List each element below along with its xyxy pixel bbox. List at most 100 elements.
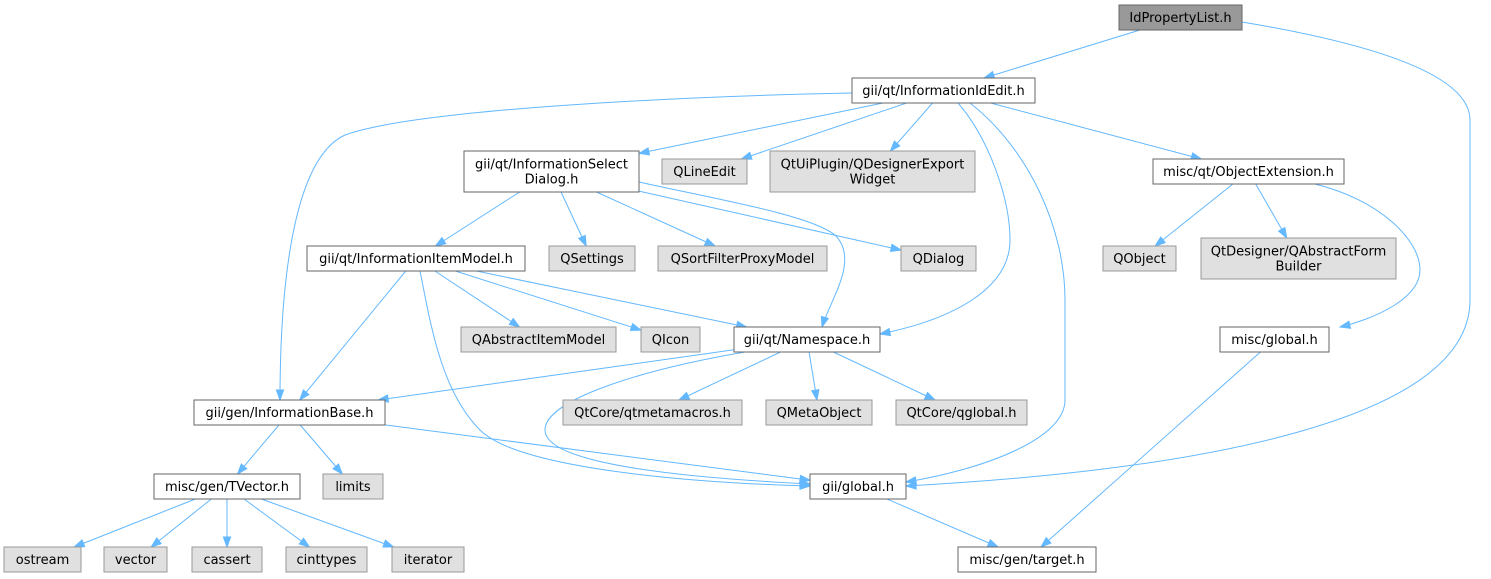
node-box-ostream	[3, 546, 82, 573]
node-tvector[interactable]: misc/gen/TVector.h	[153, 473, 301, 500]
node-box-qlineedit	[661, 158, 748, 185]
edge-namespace-to-qglobal-arrowhead	[923, 391, 937, 401]
node-box-qdialog	[900, 245, 977, 272]
node-box-qdesignerexportwidget	[769, 150, 976, 193]
node-label-informationselectdialog-line-2: Dialog.h	[525, 173, 579, 188]
node-qdialog: QDialog	[900, 245, 977, 272]
edge-informationselectdialog-to-qdialog-line	[638, 190, 902, 251]
edge-informationidedit-to-informationbase	[275, 92, 853, 402]
node-vector: vector	[103, 546, 168, 573]
edge-informationbase-to-limits-line	[299, 424, 343, 475]
node-label-idpropertylist: IdPropertyList.h	[1129, 11, 1231, 26]
node-ostream: ostream	[3, 546, 82, 573]
edge-objectextension-to-qabstractformbuilder	[1255, 183, 1288, 240]
node-giiglobal[interactable]: gii/global.h	[809, 473, 907, 500]
edge-tvector-to-vector-line	[150, 498, 212, 548]
node-box-informationselectdialog	[463, 150, 640, 193]
edge-miscglobal-to-target-arrowhead	[1039, 536, 1052, 548]
node-label-qdialog: QDialog	[913, 252, 965, 267]
edge-informationbase-to-giiglobal	[384, 424, 812, 484]
node-target[interactable]: misc/gen/target.h	[957, 546, 1097, 573]
node-label-qsettings: QSettings	[560, 252, 624, 267]
node-label-miscglobal: misc/global.h	[1231, 333, 1318, 348]
edge-informationidedit-to-informationselectdialog-line	[638, 102, 884, 154]
node-label-tvector: misc/gen/TVector.h	[165, 480, 289, 495]
node-label-informationidedit: gii/qt/InformationIdEdit.h	[862, 84, 1024, 99]
edge-informationidedit-to-giiglobal	[904, 102, 1066, 485]
node-cinttypes: cinttypes	[285, 546, 368, 573]
node-informationbase[interactable]: gii/gen/InformationBase.h	[193, 399, 386, 426]
edge-tvector-to-cinttypes-arrowhead	[298, 537, 311, 548]
edge-miscglobal-to-target	[1039, 351, 1261, 548]
edge-objectextension-to-qobject-arrowhead	[1154, 236, 1167, 247]
node-namespace[interactable]: gii/qt/Namespace.h	[733, 326, 881, 353]
edge-layer	[72, 21, 1471, 549]
node-label-qtmetamacros: QtCore/qtmetamacros.h	[574, 406, 731, 421]
node-qobject: QObject	[1102, 245, 1177, 272]
edge-informationidedit-to-qdesignerexportwidget-line	[890, 102, 933, 152]
edge-namespace-to-qtmetamacros	[677, 351, 781, 401]
node-box-namespace	[733, 326, 881, 353]
node-label-iterator: iterator	[404, 553, 453, 568]
edge-tvector-to-cinttypes-line	[243, 498, 310, 548]
edge-informationitemmodel-to-namespace-line	[476, 270, 747, 328]
node-box-tvector	[153, 473, 301, 500]
edge-informationitemmodel-to-informationbase-line	[299, 270, 407, 401]
node-box-qabstractitemmodel	[460, 326, 617, 353]
edge-informationitemmodel-to-informationbase-arrowhead	[298, 389, 310, 402]
edge-namespace-to-qmetaobject-arrowhead	[810, 388, 820, 402]
edge-objectextension-to-miscglobal	[1314, 183, 1421, 329]
edge-informationselectdialog-to-informationitemmodel	[434, 191, 520, 247]
edge-informationselectdialog-to-qsortfilterproxymodel-arrowhead	[703, 237, 717, 247]
node-box-target	[957, 546, 1097, 573]
node-informationitemmodel[interactable]: gii/qt/InformationItemModel.h	[306, 245, 526, 272]
edge-informationbase-to-limits	[299, 424, 344, 476]
edge-informationitemmodel-to-qicon	[455, 270, 643, 332]
edge-namespace-to-qglobal	[833, 351, 937, 401]
node-qtmetamacros: QtCore/qtmetamacros.h	[562, 399, 743, 426]
node-label-qicon: QIcon	[652, 333, 689, 348]
node-miscglobal[interactable]: misc/global.h	[1219, 326, 1330, 353]
edge-informationselectdialog-to-namespace-arrowhead	[820, 315, 830, 329]
edge-tvector-to-cassert-arrowhead	[222, 536, 232, 549]
edge-informationselectdialog-to-namespace-line	[638, 181, 846, 328]
node-label-qmetaobject: QMetaObject	[777, 406, 862, 421]
node-idpropertylist[interactable]: IdPropertyList.h	[1118, 4, 1243, 31]
node-box-cinttypes	[285, 546, 368, 573]
node-objectextension[interactable]: misc/qt/ObjectExtension.h	[1152, 158, 1345, 185]
node-qglobal: QtCore/qglobal.h	[895, 399, 1028, 426]
edge-tvector-to-ostream	[72, 498, 196, 548]
node-box-qmetaobject	[765, 399, 873, 426]
edge-informationselectdialog-to-qdialog	[638, 190, 903, 252]
edge-objectextension-to-qabstractformbuilder-arrowhead	[1277, 226, 1288, 240]
edge-namespace-to-giiglobal-line	[544, 351, 811, 485]
edge-informationselectdialog-to-namespace	[638, 181, 846, 329]
edge-objectextension-to-miscglobal-arrowhead	[1338, 320, 1352, 329]
node-informationidedit[interactable]: gii/qt/InformationIdEdit.h	[851, 77, 1036, 104]
node-box-idpropertylist	[1118, 4, 1243, 31]
edge-informationidedit-to-informationbase-arrowhead	[275, 389, 285, 402]
node-label-qglobal: QtCore/qglobal.h	[906, 406, 1016, 421]
node-box-qsortfilterproxymodel	[657, 245, 828, 272]
node-label-qabstractitemmodel: QAbstractItemModel	[472, 333, 605, 348]
edge-informationselectdialog-to-qsortfilterproxymodel-line	[596, 191, 716, 247]
edge-informationidedit-to-giiglobal-arrowhead	[904, 476, 918, 485]
edge-informationselectdialog-to-qsortfilterproxymodel	[596, 191, 717, 247]
edge-informationselectdialog-to-qsettings	[560, 191, 587, 248]
node-box-cassert	[191, 546, 263, 573]
node-box-limits	[322, 473, 384, 500]
edge-tvector-to-vector-arrowhead	[150, 537, 163, 548]
edge-tvector-to-cassert	[222, 499, 232, 549]
edge-namespace-to-qmetaobject	[808, 351, 820, 402]
node-box-informationbase	[193, 399, 386, 426]
node-label-limits: limits	[335, 480, 371, 495]
edge-informationitemmodel-to-qabstractitemmodel-arrowhead	[508, 317, 521, 328]
node-qicon: QIcon	[640, 326, 701, 353]
node-qlineedit: QLineEdit	[661, 158, 748, 185]
edge-objectextension-to-miscglobal-line	[1314, 183, 1421, 328]
edge-tvector-to-iterator-arrowhead	[382, 539, 395, 548]
edge-informationitemmodel-to-qabstractitemmodel-line	[434, 270, 520, 328]
edge-informationidedit-to-namespace-line	[879, 102, 1011, 335]
